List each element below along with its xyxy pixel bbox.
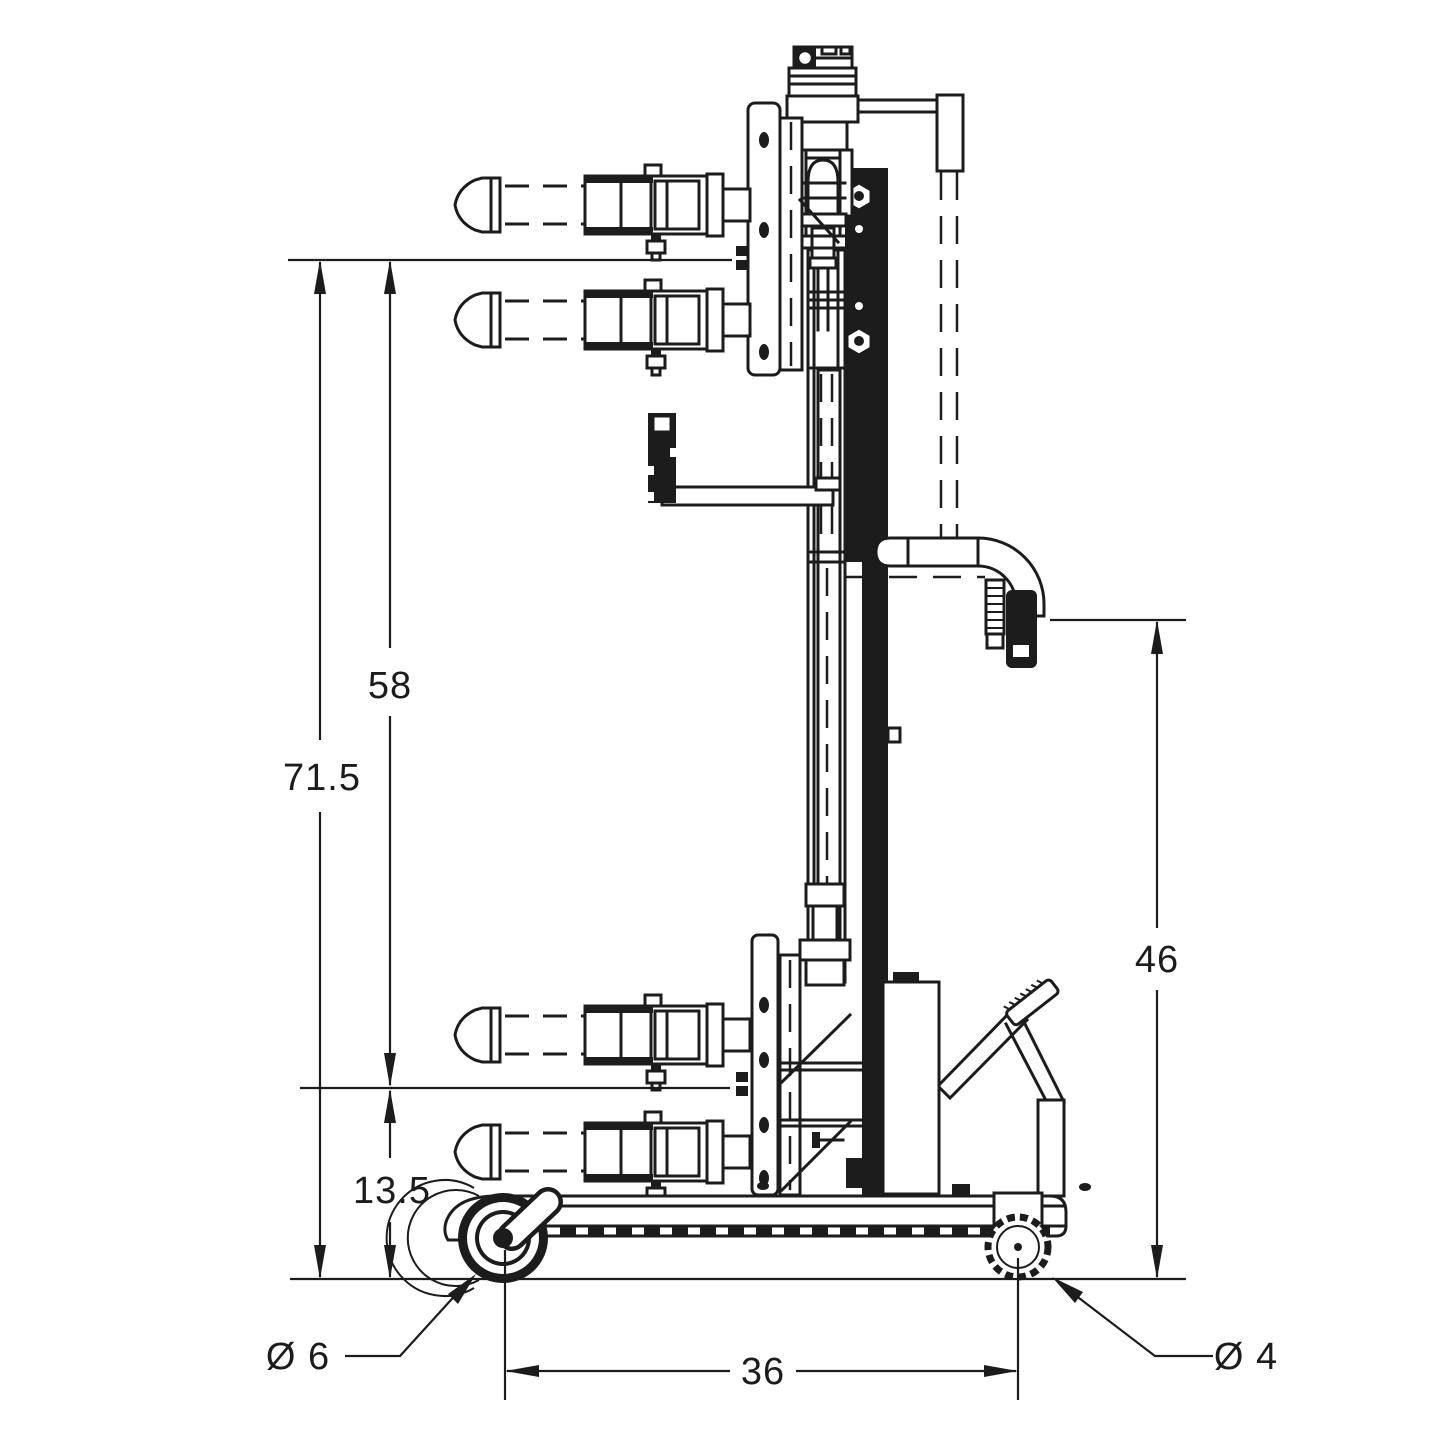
screw-coupling	[798, 882, 852, 987]
dim-label-36: 36	[741, 1351, 785, 1393]
dim-wheel-spacing: 36	[505, 1351, 1018, 1393]
dim-label-13-5: 13.5	[353, 1170, 431, 1212]
fork-prong-lower-2	[453, 1110, 752, 1209]
upper-fork-carriage	[736, 101, 847, 377]
dim-handle-height: 46	[1135, 620, 1179, 1279]
callout-front-wheel-dia: Ø 6	[266, 1274, 476, 1378]
callout-rear-wheel-dia: Ø 4	[1052, 1277, 1278, 1378]
dim-label-46: 46	[1135, 939, 1179, 981]
dim-lowered-fork-height: 13.5	[353, 1089, 431, 1279]
lower-fork-carriage	[736, 933, 870, 1197]
fork-prong-lower-1	[453, 993, 752, 1092]
dim-label-rear-dia: Ø 4	[1214, 1336, 1278, 1378]
dim-raised-fork-height: 58	[368, 260, 412, 1087]
crank-handle	[648, 413, 842, 507]
dim-overall-height: 71.5	[283, 260, 361, 1279]
foot-pedal	[935, 978, 1067, 1198]
hidden-rail-lines	[939, 172, 959, 540]
dim-label-58: 58	[368, 665, 412, 707]
dim-label-front-dia: Ø 6	[266, 1336, 330, 1378]
dim-label-71-5: 71.5	[283, 757, 361, 799]
top-bracket	[843, 93, 965, 173]
fork-prong-upper-1	[453, 163, 752, 262]
fork-prong-upper-2	[453, 278, 752, 377]
handle-spring	[984, 578, 1006, 650]
hydraulic-pump	[881, 972, 1067, 1198]
push-handle	[845, 536, 1046, 668]
rear-caster-wheel	[984, 1191, 1052, 1281]
base-frame	[543, 1182, 1091, 1238]
handle-grip	[1006, 590, 1037, 668]
lift-screw-column	[806, 248, 847, 984]
front-caster-wheel	[385, 1179, 563, 1297]
